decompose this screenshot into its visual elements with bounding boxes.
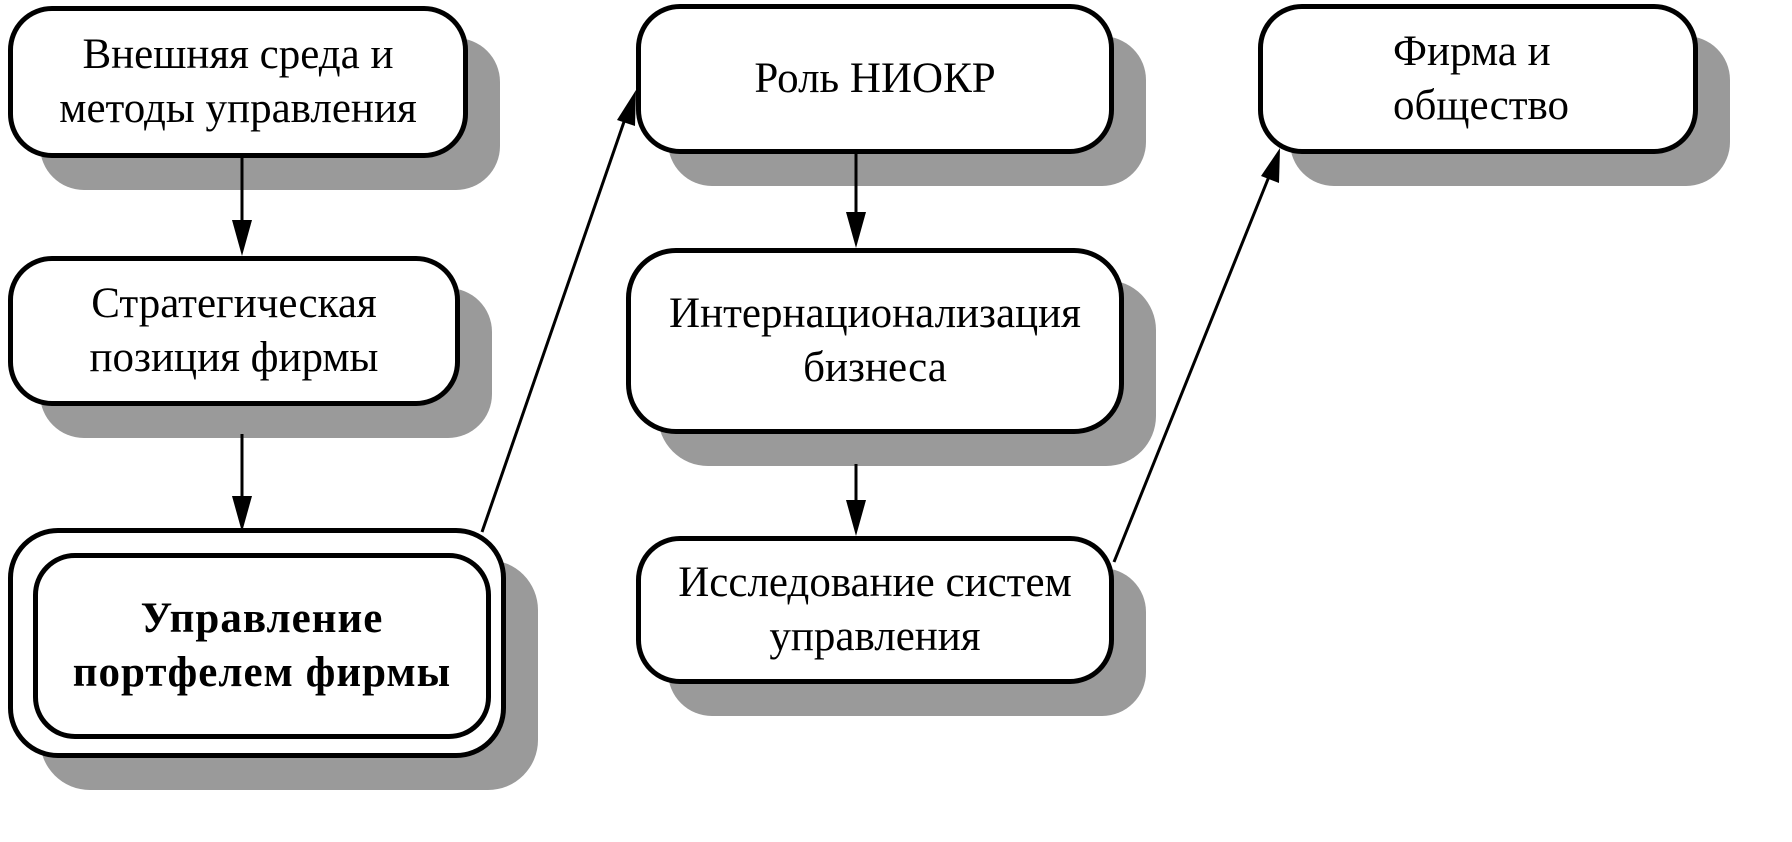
box-strategic-position: Стратегическая позиция фирмы: [8, 256, 460, 406]
box-portfolio-management-label: Управление портфелем фирмы: [72, 595, 452, 696]
box-management-systems-research: Исследование систем управления: [636, 536, 1114, 684]
box-management-systems-research-label: Исследование систем управления: [678, 559, 1072, 660]
box-rnd-role-label: Роль НИОКР: [754, 55, 996, 102]
box-firm-and-society: Фирма и общество: [1258, 4, 1698, 154]
box-external-environment-label: Внешняя среда и методы управления: [59, 31, 417, 132]
arrow-rnd-to-internationalization: [846, 154, 866, 248]
box-rnd-role: Роль НИОКР: [636, 4, 1114, 154]
box-portfolio-management: Управление портфелем фирмы: [33, 553, 491, 739]
arrow-internationalization-to-research: [846, 464, 866, 536]
arrow-external-to-strategic: [232, 158, 252, 256]
box-strategic-position-label: Стратегическая позиция фирмы: [89, 280, 379, 381]
box-portfolio-management-outer: Управление портфелем фирмы: [8, 528, 506, 758]
arrow-research-to-firm-society: [1112, 148, 1280, 563]
arrow-portfolio-to-rnd: [480, 90, 636, 533]
box-external-environment: Внешняя среда и методы управления: [8, 6, 468, 158]
arrow-strategic-to-portfolio: [232, 434, 252, 532]
box-firm-and-society-label: Фирма и общество: [1393, 28, 1570, 129]
box-internationalization-label: Интернационализация бизнеса: [669, 290, 1081, 391]
box-internationalization: Интернационализация бизнеса: [626, 248, 1124, 434]
